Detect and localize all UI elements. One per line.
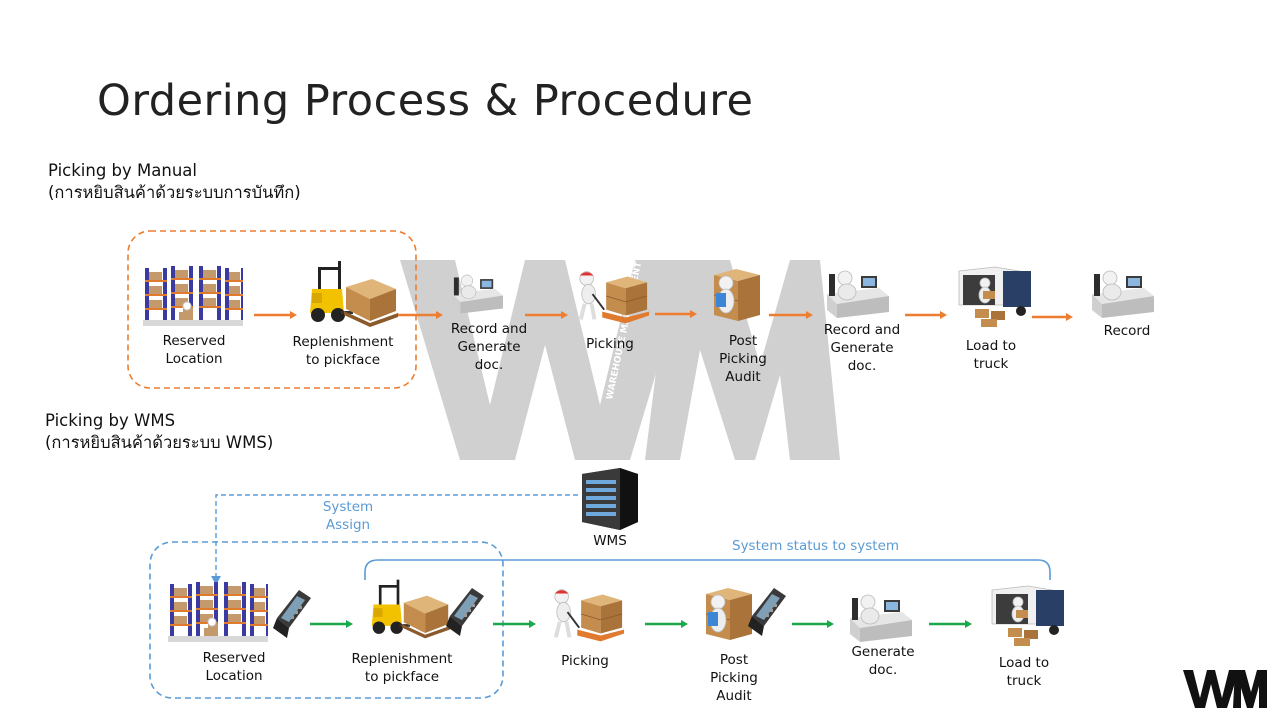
manual-section-heading: Picking by Manual (การหยิบสินค้าด้วยระบบ…	[48, 160, 301, 204]
scanner-icon	[446, 586, 486, 638]
scanner-icon	[748, 586, 788, 638]
wms-section-heading: Picking by WMS (การหยิบสินค้าด้วยระบบ WM…	[45, 410, 273, 454]
system-assign-note: System Assign	[322, 499, 374, 533]
desk-worker-icon	[449, 270, 503, 316]
logo-text: WM	[1183, 668, 1185, 669]
wms-subheading: (การหยิบสินค้าด้วยระบบ WMS)	[45, 433, 274, 452]
status-note: System status to system	[732, 538, 900, 554]
warehouse-racks-icon	[143, 264, 243, 326]
manual-step-label: Record	[1103, 323, 1151, 339]
status-bracket	[364, 559, 1051, 580]
manual-subheading: (การหยิบสินค้าด้วยระบบการบันทึก)	[48, 183, 301, 202]
wms-step-label: Picking	[561, 653, 609, 669]
warehouse-racks-icon	[168, 580, 268, 642]
clipboard-boxes-icon	[708, 265, 764, 325]
manual-step-label: Picking	[586, 336, 634, 352]
forklift-icon	[370, 576, 450, 642]
server-label: WMS	[593, 533, 627, 549]
manual-heading: Picking by Manual	[48, 161, 197, 180]
desk-worker-icon	[1088, 268, 1154, 318]
forklift-icon	[308, 258, 398, 330]
pallet-jack-icon	[548, 584, 626, 646]
system-assign-line	[215, 494, 578, 578]
wm-logo: WM	[1183, 668, 1267, 708]
server-icon	[582, 468, 638, 530]
pallet-jack-icon	[573, 266, 651, 328]
page-title: Ordering Process & Procedure	[97, 76, 754, 126]
truck-loading-icon	[988, 584, 1064, 648]
wms-heading: Picking by WMS	[45, 411, 176, 430]
scanner-icon	[273, 588, 313, 640]
desk-worker-icon	[823, 268, 889, 318]
desk-worker-icon	[846, 592, 912, 642]
truck-loading-icon	[955, 265, 1031, 329]
